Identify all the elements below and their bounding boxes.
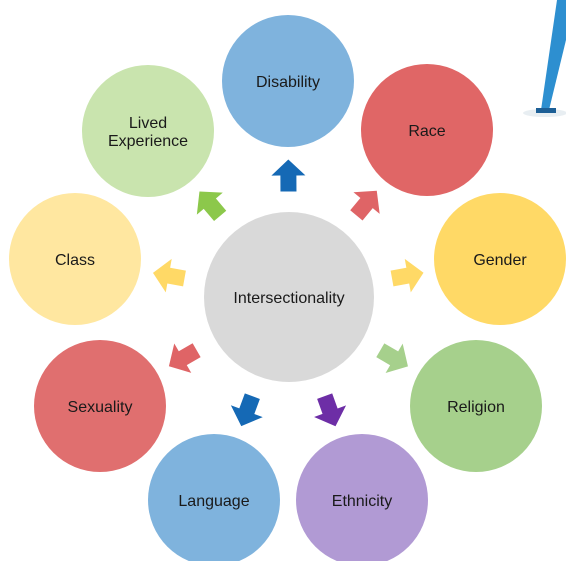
node-religion-circle bbox=[410, 340, 542, 472]
node-class-label: Class bbox=[55, 252, 95, 269]
arrow-to-race bbox=[350, 190, 380, 221]
node-class-circle bbox=[9, 193, 141, 325]
node-language: Language bbox=[148, 434, 280, 561]
node-sexuality-label: Sexuality bbox=[68, 399, 133, 416]
node-language-circle bbox=[148, 434, 280, 561]
node-ethnicity-label: Ethnicity bbox=[332, 493, 392, 510]
node-gender-circle bbox=[434, 193, 566, 325]
node-religion: Religion bbox=[410, 340, 542, 472]
arrow-to-language bbox=[230, 393, 263, 427]
arrow-to-sexuality bbox=[168, 343, 201, 373]
arrow-to-gender bbox=[390, 258, 424, 293]
center-node-circle bbox=[204, 212, 374, 382]
arrow-to-ethnicity bbox=[314, 393, 347, 427]
node-sexuality: Sexuality bbox=[34, 340, 166, 472]
person-foot bbox=[536, 108, 556, 113]
arrow-to-lived-experience bbox=[196, 191, 227, 222]
node-language-label: Language bbox=[178, 493, 249, 510]
node-ethnicity-circle bbox=[296, 434, 428, 561]
node-class: Class bbox=[9, 193, 141, 325]
node-lived-experience-circle bbox=[82, 65, 214, 197]
arrow-to-religion bbox=[376, 343, 408, 373]
center-node-label: Intersectionality bbox=[233, 290, 344, 307]
node-ethnicity: Ethnicity bbox=[296, 434, 428, 561]
node-race-circle bbox=[361, 64, 493, 196]
node-disability: Disability bbox=[222, 15, 354, 147]
arrow-to-class bbox=[152, 258, 186, 293]
node-sexuality-circle bbox=[34, 340, 166, 472]
node-disability-label: Disability bbox=[256, 74, 320, 91]
node-gender: Gender bbox=[434, 193, 566, 325]
node-religion-label: Religion bbox=[447, 399, 505, 416]
node-gender-label: Gender bbox=[473, 252, 527, 269]
person-illustration bbox=[523, 0, 566, 117]
arrow-to-disability bbox=[271, 159, 306, 192]
node-disability-circle bbox=[222, 15, 354, 147]
node-race: Race bbox=[361, 64, 493, 196]
node-race-label: Race bbox=[408, 123, 445, 140]
center-node: Intersectionality bbox=[204, 212, 374, 382]
person-leg bbox=[541, 0, 566, 110]
